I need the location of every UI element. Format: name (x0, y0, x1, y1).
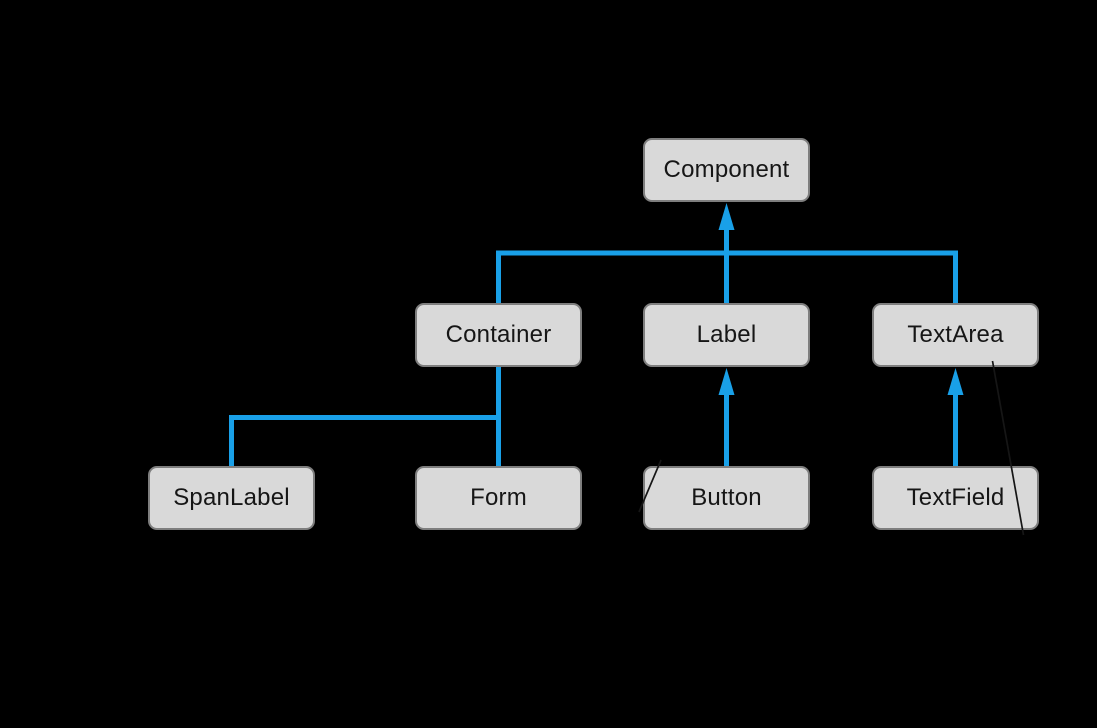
node-label: Label (643, 303, 810, 367)
arrowhead-component (718, 203, 735, 230)
edge-branch-spanlabel (229, 415, 499, 468)
node-form: Form (415, 466, 582, 530)
node-textfield: TextField (872, 466, 1039, 530)
arrowhead-textarea (947, 368, 964, 395)
node-button-label: Button (691, 484, 762, 511)
node-form-label: Form (470, 484, 527, 511)
node-component: Component (643, 138, 810, 202)
arrowhead-label (718, 368, 735, 395)
node-component-label: Component (663, 156, 790, 183)
node-textfield-label: TextField (906, 484, 1005, 511)
node-button: Button (643, 466, 810, 530)
node-label-label: Label (696, 321, 757, 348)
node-textarea-label: TextArea (907, 321, 1004, 348)
node-textarea: TextArea (872, 303, 1039, 367)
node-container: Container (415, 303, 582, 367)
node-container-label: Container (445, 321, 552, 348)
node-spanlabel: SpanLabel (148, 466, 315, 530)
node-spanlabel-label: SpanLabel (173, 484, 290, 511)
